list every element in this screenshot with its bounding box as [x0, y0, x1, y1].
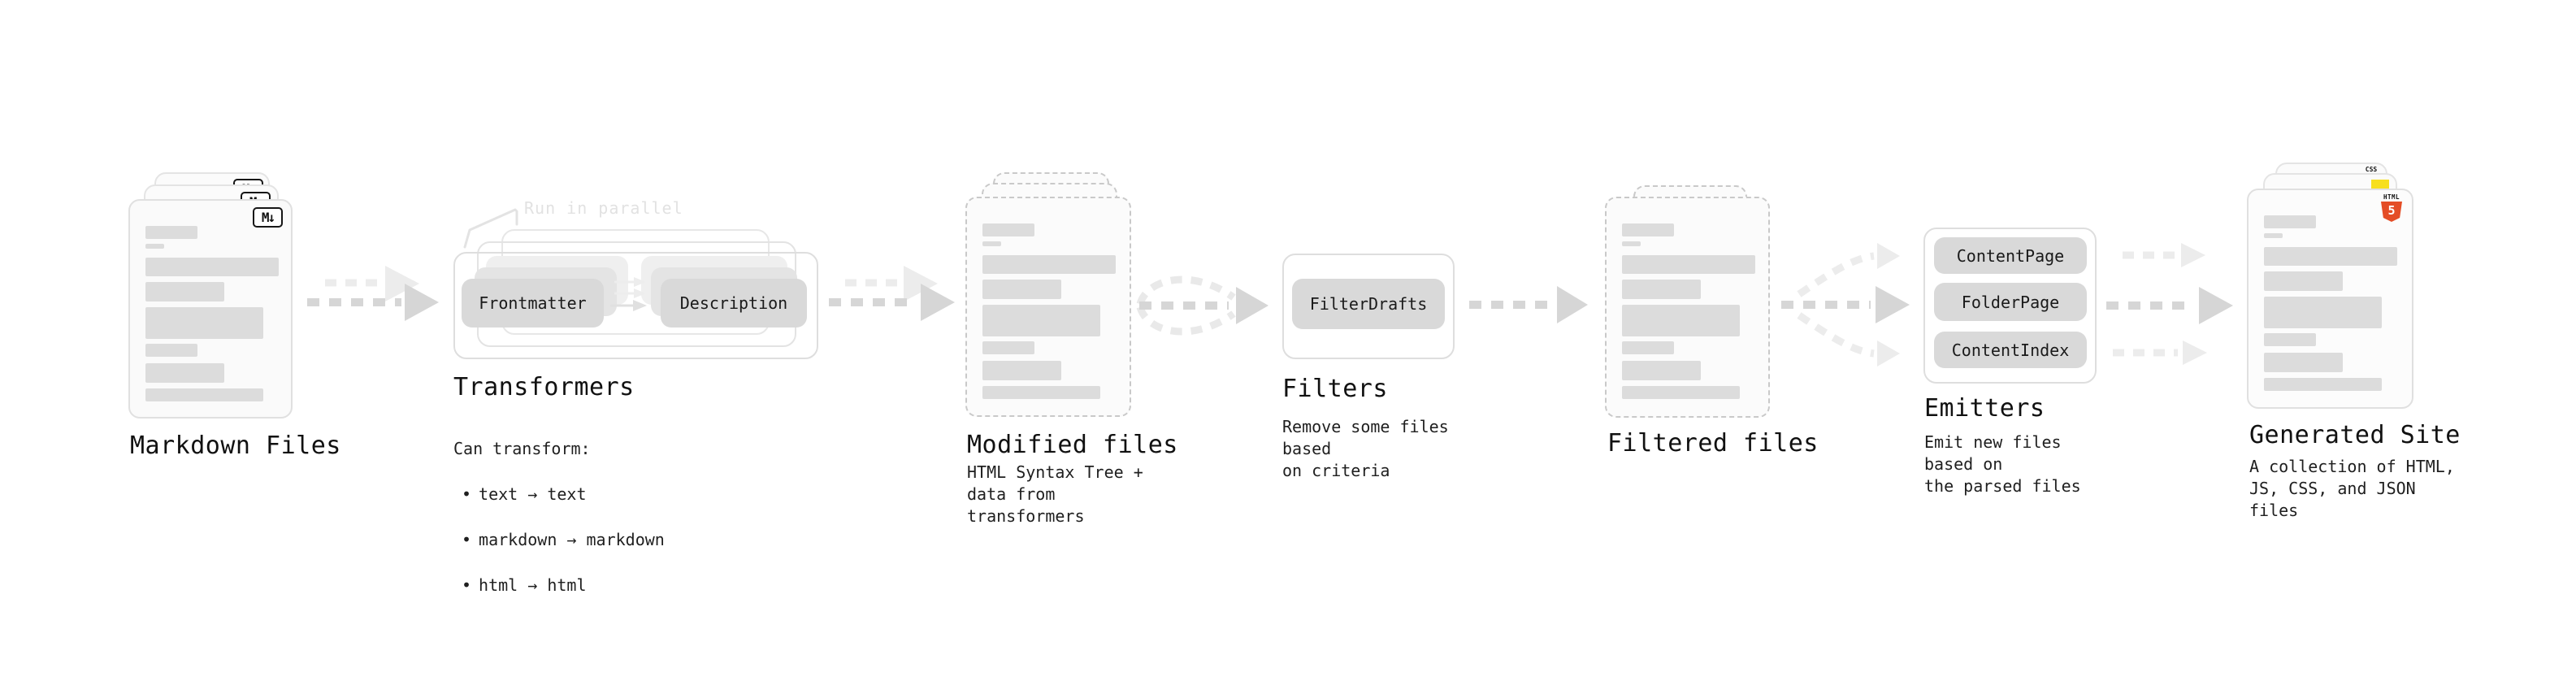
transformers-bullet: html → html — [453, 574, 665, 596]
stage-transformers: Run in parallel Frontmatter Description … — [453, 198, 827, 595]
stage-emitters: ContentPage FolderPage ContentIndex Emit… — [1923, 228, 2118, 496]
doc-placeholder-line — [145, 363, 224, 383]
doc-placeholder-line — [2264, 297, 2382, 328]
doc-placeholder-line — [1622, 386, 1740, 399]
emitters-box — [1923, 228, 2097, 384]
flow-arrow-transformers-to-modified — [829, 266, 955, 321]
markdown-icon: M↓ — [253, 207, 283, 228]
doc-placeholder-line — [982, 241, 1001, 246]
doc-placeholder-line — [145, 258, 279, 276]
doc-placeholder-line — [2264, 271, 2343, 291]
doc-placeholder-line — [982, 341, 1034, 354]
stage-label-filters: Filters — [1282, 375, 1388, 403]
filter-chip-filterdrafts: FilterDrafts — [1292, 279, 1445, 329]
doc-placeholder-line — [982, 386, 1100, 399]
doc-placeholder-line — [982, 305, 1100, 336]
html5-icon-number: 5 — [2387, 203, 2396, 218]
doc-placeholder-line — [145, 282, 224, 301]
transformer-chip-description: Description — [661, 279, 807, 327]
flow-arrow-filters-to-filtered — [1469, 286, 1588, 323]
html5-icon-word: HTML — [2383, 193, 2400, 201]
transformers-description: Can transform: text → text markdown → ma… — [453, 414, 665, 619]
html5-icon-shield: 5 — [2381, 202, 2402, 222]
doc-placeholder-line — [145, 388, 263, 401]
doc-placeholder-line — [1622, 223, 1674, 236]
css-icon-label: CSS — [2365, 166, 2378, 173]
stage-filtered-files: Filtered files — [1605, 163, 1819, 471]
js-icon — [2371, 180, 2389, 191]
doc-placeholder-line — [1622, 361, 1701, 380]
doc-placeholder-line — [2264, 333, 2316, 346]
doc-placeholder-line — [2264, 378, 2382, 391]
doc-placeholder-line — [982, 361, 1061, 380]
stage-modified-files: Modified files HTML Syntax Tree + data f… — [965, 163, 1178, 526]
transformer-chip-frontmatter: Frontmatter — [462, 279, 604, 327]
stage-filters: FilterDrafts Filters Remove some files b… — [1282, 254, 1477, 481]
site-file-card-html: HTML 5 — [2247, 189, 2413, 409]
doc-placeholder-line — [1622, 255, 1755, 274]
emitter-chip-folderpage: FolderPage — [1934, 283, 2087, 321]
transformers-desc-title: Can transform: — [453, 439, 591, 458]
doc-placeholder-line — [1622, 305, 1740, 336]
emitter-chip-contentpage: ContentPage — [1934, 237, 2087, 274]
stage-generated-site: CSS HTML 5 Generated Site A collection o… — [2247, 163, 2466, 520]
modified-file-card-front — [965, 197, 1131, 417]
doc-placeholder-line — [982, 223, 1034, 236]
fanin-arrows-emitters-to-site — [2106, 243, 2233, 365]
stage-markdown-files: M↓ M↓ M↓ Markdown Files — [128, 163, 340, 471]
stage-label-markdown-files: Markdown Files — [130, 432, 341, 460]
stage-label-transformers: Transformers — [453, 373, 635, 401]
doc-placeholder-line — [2264, 353, 2343, 372]
doc-placeholder-line — [1622, 341, 1674, 354]
markdown-file-card-front: M↓ — [128, 199, 293, 419]
emitters-description: Emit new files based on the parsed files — [1924, 432, 2081, 496]
doc-placeholder-line — [145, 307, 263, 339]
doc-placeholder-line — [145, 226, 197, 239]
doc-placeholder-line — [1622, 241, 1641, 246]
transformers-bullet: text → text — [453, 483, 665, 505]
stage-label-generated-site: Generated Site — [2249, 421, 2461, 449]
doc-placeholder-line — [982, 280, 1061, 299]
doc-placeholder-line — [145, 244, 164, 249]
run-in-parallel-annotation: Run in parallel — [524, 198, 683, 218]
transformer-layer-front — [453, 252, 818, 359]
doc-placeholder-line — [1622, 280, 1701, 299]
filters-description: Remove some files based on criteria — [1282, 417, 1449, 480]
filtered-file-card-front — [1605, 197, 1770, 418]
filters-box — [1282, 254, 1455, 359]
stage-label-modified-files: Modified files — [967, 431, 1178, 459]
transformers-bullet: markdown → markdown — [453, 528, 665, 551]
doc-placeholder-line — [145, 344, 197, 357]
stage-label-filtered-files: Filtered files — [1607, 429, 1819, 458]
stage-label-emitters: Emitters — [1924, 394, 2045, 423]
doc-placeholder-line — [2264, 215, 2316, 228]
emitter-chip-contentindex: ContentIndex — [1934, 332, 2087, 368]
doc-placeholder-line — [2264, 247, 2397, 266]
doc-placeholder-line — [2264, 233, 2283, 238]
generated-site-description: A collection of HTML, JS, CSS, and JSON … — [2249, 457, 2455, 520]
html5-icon: HTML 5 — [2381, 194, 2402, 222]
doc-placeholder-line — [982, 255, 1116, 274]
modified-files-description: HTML Syntax Tree + data from transformer… — [967, 462, 1143, 526]
